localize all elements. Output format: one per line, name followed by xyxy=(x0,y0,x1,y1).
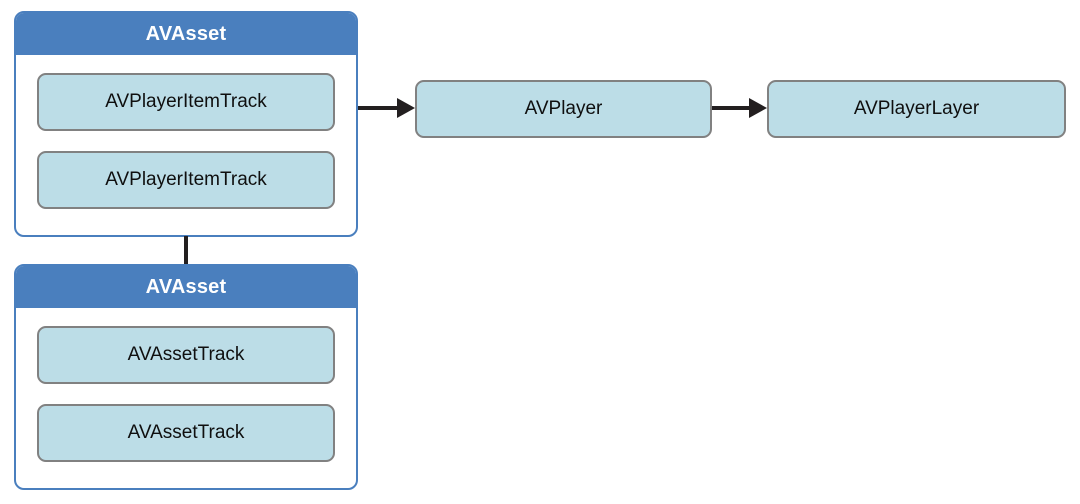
arrow-player-to-layer xyxy=(712,98,767,118)
asset-header-bottom: AVAsset xyxy=(16,266,356,308)
track-node[interactable]: AVAssetTrack xyxy=(37,326,335,384)
track-node[interactable]: AVAssetTrack xyxy=(37,404,335,462)
arrow-asset-to-player xyxy=(358,98,415,118)
asset-container-bottom[interactable]: AVAsset AVAssetTrack AVAssetTrack xyxy=(14,264,358,490)
node-avplayer[interactable]: AVPlayer xyxy=(415,80,712,138)
arrow-head-icon xyxy=(749,98,767,118)
asset-header-top: AVAsset xyxy=(16,13,356,55)
asset-body-bottom: AVAssetTrack AVAssetTrack xyxy=(16,308,356,480)
node-avplayerlayer[interactable]: AVPlayerLayer xyxy=(767,80,1066,138)
track-node[interactable]: AVPlayerItemTrack xyxy=(37,73,335,131)
asset-container-top[interactable]: AVAsset AVPlayerItemTrack AVPlayerItemTr… xyxy=(14,11,358,237)
arrow-shaft xyxy=(358,106,397,110)
track-node[interactable]: AVPlayerItemTrack xyxy=(37,151,335,209)
asset-body-top: AVPlayerItemTrack AVPlayerItemTrack xyxy=(16,55,356,227)
connector-asset-to-asset xyxy=(184,236,188,265)
arrow-shaft xyxy=(712,106,749,110)
arrow-head-icon xyxy=(397,98,415,118)
